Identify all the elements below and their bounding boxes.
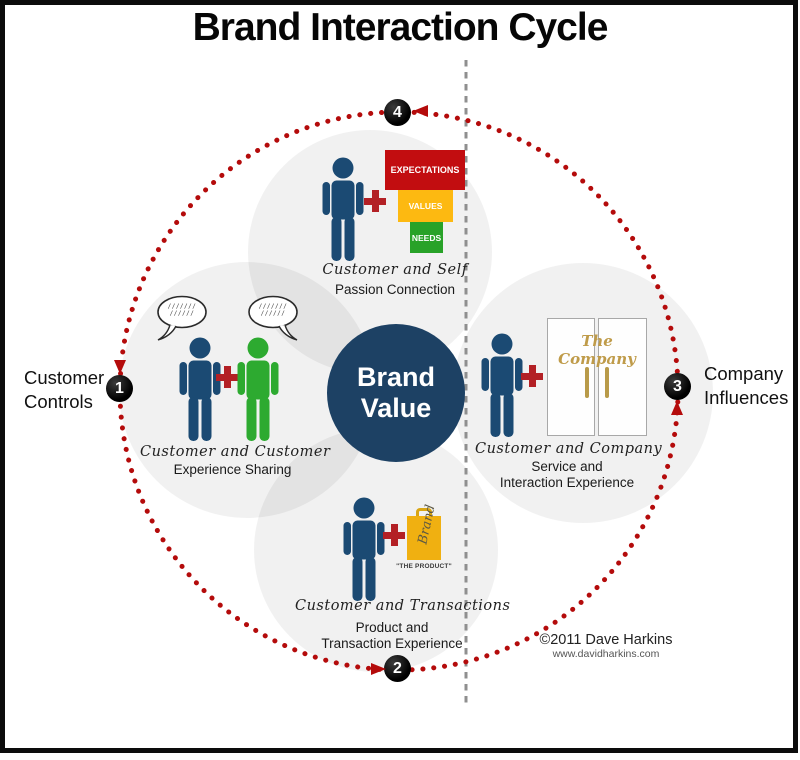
plus-icon [364,190,386,212]
person-icon [481,333,523,437]
plus-icon [383,524,405,546]
brand-value-circle: Brand Value [327,324,465,462]
left-quadrant-title: Customer and Customer [140,444,331,460]
door-handle-icon [605,367,609,398]
speech-bubble-icon: /////// ////// [247,295,299,345]
cycle-marker-1: 1 [106,375,133,402]
bottom-quadrant-title: Customer and Transactions [295,598,511,614]
bottom-quadrant-subtitle-line1: Product and [355,620,429,635]
company-doors-icon: The Company [547,318,647,438]
company-influences-label: Company Influences [704,362,788,410]
right-quadrant-title: Customer and Company [475,441,663,457]
company-door-label: The Company [558,332,636,368]
bag-caption: "THE PRODUCT" [396,563,452,570]
cycle-marker-4: 4 [384,99,411,126]
brand-value-line1: Brand [356,362,435,392]
top-quadrant-title: Customer and Self [322,262,468,278]
customer-controls-line2: Controls [24,391,93,412]
cycle-marker-2: 2 [384,655,411,682]
person-icon [179,337,221,441]
company-influences-line2: Influences [704,387,789,408]
customer-controls-line1: Customer [24,367,105,388]
page-title: Brand Interaction Cycle [192,6,609,49]
credit-block: ©2011 Dave Harkins www.davidharkins.com [538,632,674,660]
cycle-arrow-to-2-icon [371,663,386,675]
bubble-scribble-line: /////// [258,303,288,310]
cycle-arrow-to-3-icon [671,401,683,415]
credit-url: www.davidharkins.com [552,648,660,660]
needs-box: NEEDS [410,222,443,253]
right-quadrant-subtitle-line2: Interaction Experience [499,475,635,490]
bubble-scribble-line: /////// [167,303,197,310]
bubble-scribble-line: ////// [169,310,195,317]
door-panel-right [598,318,647,436]
credit-copyright: ©2011 Dave Harkins [539,632,673,648]
right-quadrant-subtitle-line1: Service and [531,459,603,474]
expectations-box: EXPECTATIONS [385,150,465,190]
petal-circle-bottom [254,428,498,672]
company-influences-line1: Company [704,363,784,384]
customer-controls-label: Customer Controls [24,366,104,414]
plus-icon [216,366,238,388]
left-quadrant-subtitle: Experience Sharing [173,462,292,477]
top-quadrant-subtitle: Passion Connection [334,282,456,297]
bag-brand-label: Brand [415,503,439,546]
person-icon [322,157,364,261]
cycle-arrow-to-1-icon [114,360,126,374]
speech-bubble-icon: /////// ////// [156,295,208,345]
values-box: VALUES [398,190,453,222]
cycle-arrow-to-4-icon [413,105,428,117]
cycle-marker-3: 3 [664,373,691,400]
shopping-bag-icon: Brand [407,503,441,560]
bubble-scribble-line: ////// [260,310,286,317]
bottom-quadrant-subtitle-line2: Transaction Experience [321,636,463,651]
person-icon [343,497,385,601]
plus-icon [521,365,543,387]
brand-value-line2: Value [360,393,432,423]
door-handle-icon [585,367,589,398]
person-icon [237,337,279,441]
